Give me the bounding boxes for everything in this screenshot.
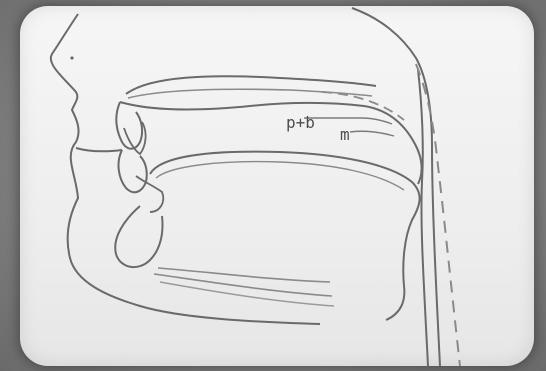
label-p-b: p+b xyxy=(286,113,315,132)
m-leader-line xyxy=(350,131,394,136)
diagram-card: p+b m xyxy=(20,6,534,366)
face-profile-outline xyxy=(51,14,320,324)
lower-lip xyxy=(119,150,147,192)
tongue-surface xyxy=(156,162,404,190)
vocal-tract-diagram: p+b m xyxy=(20,6,534,366)
p-b-leader-line xyxy=(304,118,392,124)
lip-closure xyxy=(76,148,122,151)
label-m: m xyxy=(340,125,350,144)
nasal-cavity-upper-2 xyxy=(128,89,372,98)
mandible xyxy=(115,206,162,267)
nostril-mark xyxy=(70,56,73,59)
muscle-line-1 xyxy=(158,268,330,282)
tongue xyxy=(150,152,420,320)
hard-palate xyxy=(120,102,422,184)
pharynx-wall xyxy=(418,70,428,366)
nasal-cavity-upper xyxy=(126,76,376,94)
